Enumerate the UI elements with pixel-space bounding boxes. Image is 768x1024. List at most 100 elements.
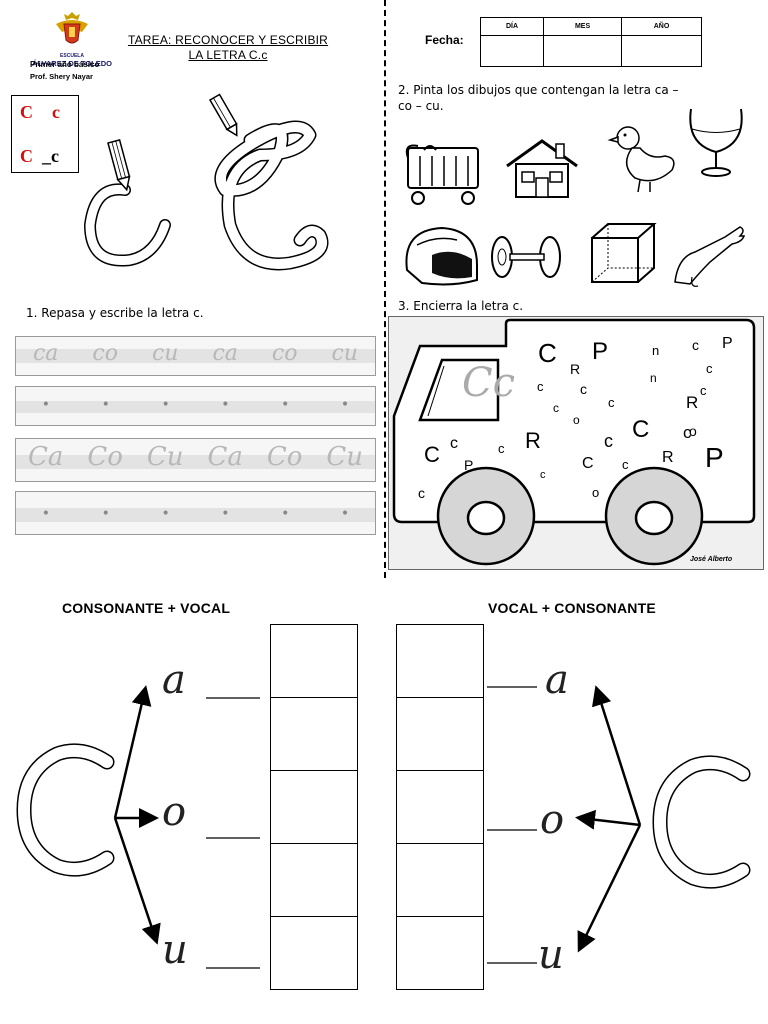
trace-syllable: co bbox=[271, 341, 298, 366]
date-year-field[interactable] bbox=[621, 35, 702, 67]
school-name-line1: ESCUELA bbox=[60, 53, 84, 59]
trace-syllable: ca bbox=[212, 341, 238, 366]
write-cell[interactable] bbox=[271, 844, 357, 917]
tracing-lowercase-c bbox=[83, 138, 171, 267]
trace-syllable: Ca bbox=[27, 442, 64, 472]
truck-letter[interactable]: c bbox=[683, 423, 692, 442]
vowel-o-left: o bbox=[162, 789, 187, 835]
instruction-1: 1. Repasa y escribe la letra c. bbox=[26, 306, 204, 320]
truck-letter[interactable]: c bbox=[608, 395, 615, 410]
big-letter-c-left bbox=[16, 743, 115, 877]
ref-blank-lower: _c bbox=[42, 146, 59, 166]
date-col-day: DÍA bbox=[479, 17, 545, 36]
write-cell[interactable] bbox=[271, 698, 357, 771]
truck-letter[interactable]: n bbox=[650, 371, 657, 385]
truck-letter[interactable]: C bbox=[582, 455, 594, 472]
right-section-heading: VOCAL + CONSONANTE bbox=[488, 600, 656, 616]
truck-letter[interactable]: c bbox=[553, 401, 559, 415]
tracing-row-1[interactable]: ca co cu ca co cu bbox=[15, 336, 376, 376]
tracing-row-2[interactable]: •••••• bbox=[15, 386, 376, 426]
dot: • bbox=[221, 506, 230, 522]
vowel-o-right: o bbox=[540, 797, 565, 843]
duck-icon[interactable] bbox=[607, 120, 680, 195]
write-cell[interactable] bbox=[397, 917, 483, 990]
task-title-line1: TAREA: RECONOCER Y ESCRIBIR bbox=[127, 33, 329, 47]
right-write-column bbox=[396, 624, 484, 990]
write-cell[interactable] bbox=[271, 917, 357, 990]
trace-syllable: Co bbox=[87, 442, 123, 472]
dumbbell-icon[interactable] bbox=[490, 232, 570, 282]
truck-letter[interactable]: c bbox=[604, 431, 613, 451]
truck-letter[interactable]: P bbox=[592, 338, 609, 365]
truck-letter[interactable]: c bbox=[580, 381, 587, 397]
dot: • bbox=[101, 506, 110, 522]
write-cell[interactable] bbox=[271, 771, 357, 844]
trace-syllable: ca bbox=[32, 341, 59, 366]
wine-glass-icon[interactable] bbox=[686, 104, 746, 179]
truck-letter[interactable]: C bbox=[424, 442, 440, 467]
trace-syllable: Cu bbox=[146, 442, 184, 472]
instruction-3: 3. Encierra la letra c. bbox=[398, 299, 524, 313]
truck-letter[interactable]: c bbox=[540, 469, 546, 481]
date-month-field[interactable] bbox=[543, 35, 623, 67]
truck-letter[interactable]: P bbox=[464, 457, 474, 473]
left-write-column bbox=[270, 624, 358, 990]
image-credit: José Alberto bbox=[690, 556, 733, 563]
truck-letter[interactable]: P bbox=[705, 442, 724, 473]
tracing-row-4[interactable]: •••••• bbox=[15, 491, 376, 535]
truck-letter[interactable]: n bbox=[652, 343, 660, 358]
truck-letter[interactable]: c bbox=[692, 337, 699, 353]
truck-letter[interactable]: c bbox=[622, 457, 629, 472]
trace-syllable: Co bbox=[266, 442, 303, 472]
trace-syllable: co bbox=[92, 341, 118, 366]
tracing-row-3[interactable]: Ca Co Cu Ca Co Cu bbox=[15, 438, 376, 482]
truck-letter[interactable]: R bbox=[570, 361, 581, 377]
truck-letter[interactable]: C bbox=[538, 338, 557, 368]
instruction-2: 2. Pinta los dibujos que contengan la le… bbox=[398, 82, 679, 114]
write-cell[interactable] bbox=[397, 771, 483, 844]
truck-letter[interactable]: c bbox=[450, 435, 458, 452]
pencil-icon bbox=[208, 93, 238, 137]
elbow-icon[interactable] bbox=[670, 222, 750, 292]
truck-letter[interactable]: c bbox=[537, 379, 544, 394]
dot: • bbox=[340, 397, 350, 413]
instruction-2-line2: co – cu. bbox=[398, 99, 444, 113]
truck-letter[interactable]: R bbox=[525, 428, 541, 453]
vowel-a-right: a bbox=[545, 657, 569, 703]
ref-lower: c bbox=[52, 102, 60, 122]
date-col-month: MES bbox=[543, 17, 623, 36]
task-title: TAREA: RECONOCER Y ESCRIBIR LA LETRA C.c bbox=[118, 33, 338, 63]
grade-label: Primer año básico bbox=[30, 60, 100, 69]
truck-letter[interactable]: c bbox=[706, 361, 713, 376]
truck-letter[interactable]: R bbox=[686, 393, 699, 412]
truck-letter[interactable]: o bbox=[592, 485, 600, 500]
date-day-field[interactable] bbox=[479, 35, 545, 67]
truck-letter[interactable]: c bbox=[700, 383, 707, 398]
ref-upper: C bbox=[20, 102, 33, 122]
truck-letter[interactable]: R bbox=[662, 449, 674, 466]
school-logo bbox=[56, 12, 88, 44]
dot: • bbox=[41, 397, 51, 413]
pencil-icon bbox=[107, 138, 131, 192]
dot: • bbox=[340, 506, 350, 522]
instruction-2-line1: 2. Pinta los dibujos que contengan la le… bbox=[398, 83, 679, 97]
write-cell[interactable] bbox=[397, 698, 483, 771]
school-name: ESCUELA ÁLVAREZ DE TOLEDO bbox=[22, 52, 122, 68]
truck-letter[interactable]: o bbox=[573, 413, 580, 427]
truck-letter[interactable]: c bbox=[418, 485, 425, 501]
truck-letter[interactable]: C bbox=[632, 416, 650, 443]
big-letter-c-right bbox=[652, 755, 751, 889]
cube-icon[interactable] bbox=[588, 222, 658, 287]
write-cell[interactable] bbox=[271, 625, 357, 698]
trace-syllable: Cu bbox=[326, 442, 364, 472]
truck-letter[interactable]: c bbox=[498, 441, 505, 456]
house-icon[interactable] bbox=[502, 136, 582, 201]
write-cell[interactable] bbox=[397, 844, 483, 917]
date-table: DÍA MES AÑO bbox=[479, 17, 702, 67]
write-cell[interactable] bbox=[397, 625, 483, 698]
cradle-icon[interactable] bbox=[398, 138, 488, 208]
truck-letter[interactable]: P bbox=[722, 335, 733, 352]
helmet-icon[interactable] bbox=[402, 225, 482, 290]
dot: • bbox=[161, 397, 170, 413]
truck-letter[interactable]: o bbox=[689, 423, 697, 439]
